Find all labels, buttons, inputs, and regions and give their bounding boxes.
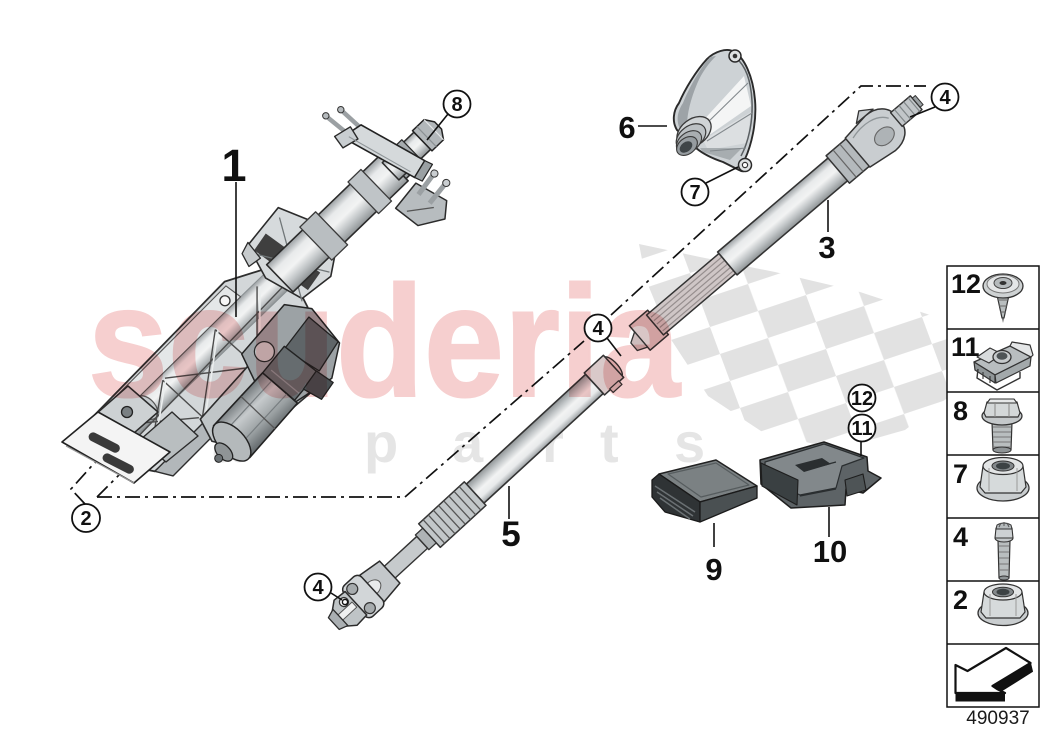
svg-text:10: 10 xyxy=(813,534,847,569)
svg-text:8: 8 xyxy=(953,396,968,426)
svg-text:4: 4 xyxy=(953,522,968,552)
svg-text:6: 6 xyxy=(618,110,635,145)
svg-text:11: 11 xyxy=(851,418,872,440)
svg-text:8: 8 xyxy=(451,94,462,116)
svg-text:490937: 490937 xyxy=(966,708,1029,729)
svg-text:11: 11 xyxy=(951,332,980,362)
svg-text:12: 12 xyxy=(851,388,873,410)
svg-text:scuderia: scuderia xyxy=(88,254,681,430)
svg-text:1: 1 xyxy=(221,140,246,191)
svg-text:3: 3 xyxy=(818,230,835,265)
svg-text:4: 4 xyxy=(939,87,951,109)
svg-text:t: t xyxy=(600,411,619,474)
svg-text:a: a xyxy=(452,411,484,474)
svg-text:p: p xyxy=(364,411,398,474)
svg-text:2: 2 xyxy=(80,508,91,530)
svg-text:4: 4 xyxy=(592,318,604,340)
svg-text:7: 7 xyxy=(689,182,700,204)
svg-text:5: 5 xyxy=(501,515,520,554)
svg-text:7: 7 xyxy=(953,459,968,489)
svg-text:9: 9 xyxy=(705,552,722,587)
svg-text:12: 12 xyxy=(951,269,981,299)
svg-text:2: 2 xyxy=(953,585,968,615)
svg-text:4: 4 xyxy=(312,577,324,599)
